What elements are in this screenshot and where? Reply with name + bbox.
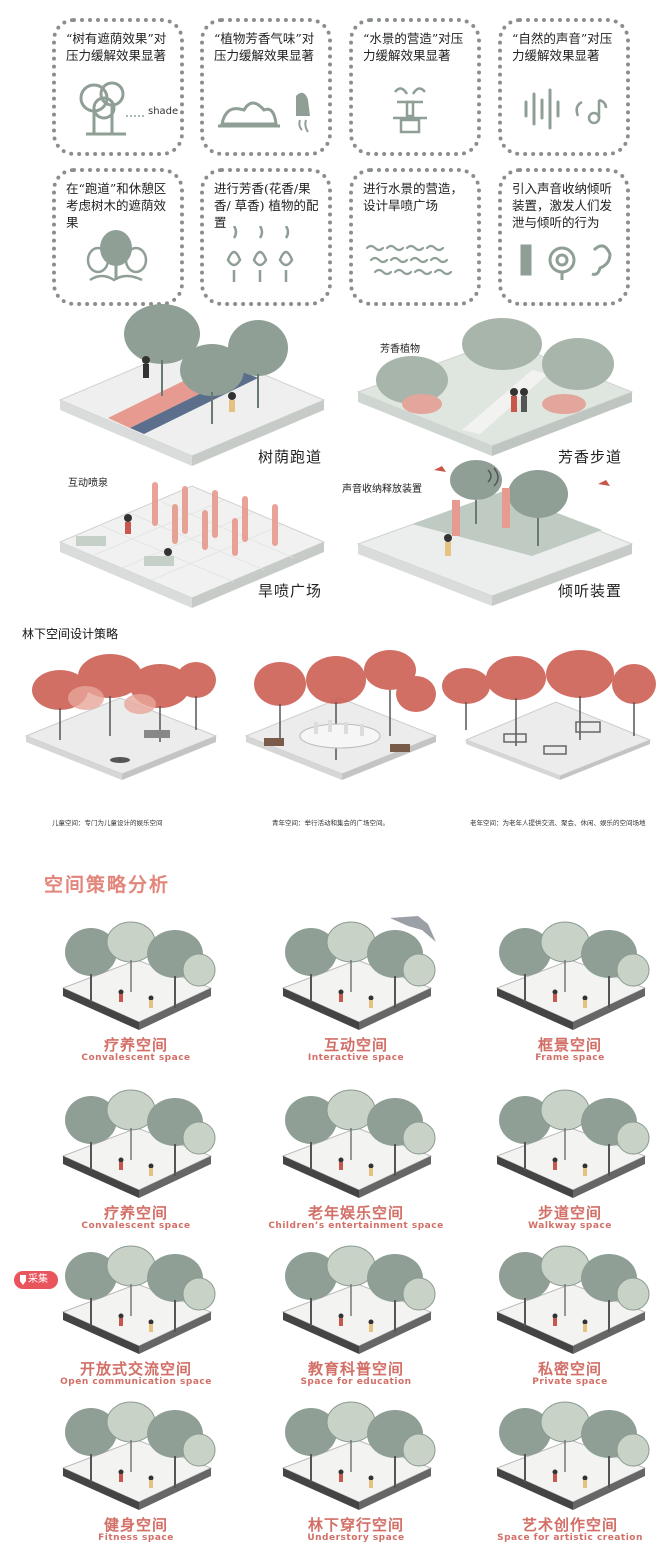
strategy-cell-title: 私密空间: [537, 1360, 602, 1378]
strategy-cell-title: 疗养空间: [103, 1036, 168, 1054]
save-collect-button[interactable]: 采集: [14, 1271, 58, 1289]
strategy-cell-illustration: [281, 1245, 436, 1354]
card-text: 进行芳香(花香/果香/ 草香) 植物的配置: [214, 181, 319, 230]
youth-space-illustration: [240, 650, 440, 780]
scene-label: 旱喷广场: [258, 582, 323, 600]
water-jets-icon: [353, 226, 477, 288]
strategy-cell-subtitle: Space for artistic creation: [497, 1533, 643, 1543]
strategy-cell-subtitle: Open communication space: [60, 1377, 212, 1387]
scene-fragrance-walk: 芳香植物 芳香步道: [352, 300, 642, 470]
elderly-space-caption: 老年空间：为老年人提供交流、聚会、休闲、娱乐的空间场地: [470, 819, 646, 827]
fragrance-bush-icon: [204, 76, 328, 138]
card-aromatic-plants: 进行芳香(花香/果香/ 草香) 植物的配置: [200, 168, 332, 306]
aroma-flowers-icon: [204, 226, 328, 288]
scene-label: 树荫跑道: [258, 448, 323, 466]
strategy-cell-title: 疗养空间: [103, 1204, 168, 1222]
sound-wave-icon: [502, 76, 626, 138]
card-text: “水景的营造”对压力缓解效果显著: [363, 31, 464, 63]
strategy-cell-illustration: [281, 921, 436, 1030]
callout-interactive-fountain: 互动喷泉: [66, 474, 110, 489]
strategy-cell-subtitle: Private space: [532, 1377, 608, 1387]
understory-strategy-title: 林下空间设计策略: [22, 627, 119, 641]
card-text: “植物芳香气味”对压力缓解效果显著: [214, 31, 315, 63]
scene-label: 芳香步道: [558, 448, 623, 466]
strategy-cell-title: 教育科普空间: [307, 1360, 404, 1378]
children-space-caption: 儿童空间：专门为儿童设计的娱乐空间: [52, 819, 163, 827]
card-text: “树有遮荫效果”对压力缓解效果显著: [66, 31, 167, 63]
card-sound-device: 引入声音收纳倾听装置，激发人们发泄与倾听的行为: [498, 168, 630, 306]
listening-device-icon: [502, 226, 626, 288]
card-text: 进行水景的营造，设计旱喷广场: [363, 181, 464, 213]
strategy-cell-title: 老年娱乐空间: [307, 1204, 404, 1222]
strategy-cell-illustration: [495, 1401, 650, 1510]
space-strategy-title: 空间策略分析: [44, 874, 171, 896]
card-dry-fountain: 进行水景的营造，设计旱喷广场: [349, 168, 481, 306]
card-plant-fragrance: “植物芳香气味”对压力缓解效果显著: [200, 18, 332, 156]
shade-label: shade: [148, 106, 179, 117]
bird-icon: [390, 916, 436, 942]
scene-label: 倾听装置: [558, 582, 623, 600]
strategy-cell-subtitle: Fitness space: [98, 1533, 174, 1543]
scene-shade-run: 树荫跑道: [52, 300, 332, 470]
strategy-cell-title: 艺术创作空间: [521, 1516, 618, 1534]
card-text: 引入声音收纳倾听装置，激发人们发泄与倾听的行为: [512, 181, 613, 230]
scene-listening-device: 声音收纳释放装置 倾听装置: [340, 460, 642, 610]
tree-cluster-icon: [56, 226, 180, 288]
strategy-cell-subtitle: Frame space: [535, 1053, 605, 1063]
children-space-illustration: [20, 650, 220, 780]
fountain-icon: [353, 76, 477, 138]
strategy-cell-subtitle: Convalescent space: [81, 1053, 191, 1063]
card-water-feature: “水景的营造”对压力缓解效果显著: [349, 18, 481, 156]
strategy-cell-title: 健身空间: [103, 1516, 168, 1534]
card-text: “自然的声音”对压力缓解效果显著: [512, 31, 613, 63]
strategy-cell-subtitle: Children’s entertainment space: [268, 1221, 444, 1231]
card-shade-effect: “树有遮荫效果”对压力缓解效果显著 shade: [52, 18, 184, 156]
strategy-cell-subtitle: Walkway space: [528, 1221, 612, 1231]
card-text: 在“跑道”和休憩区考虑树木的遮荫效果: [66, 181, 167, 230]
scene-dry-fountain: 互动喷泉 旱喷广场: [52, 460, 332, 610]
strategy-cell-subtitle: Understory space: [307, 1533, 405, 1543]
strategy-cell-illustration: [61, 1401, 216, 1510]
strategy-cell-title: 互动空间: [323, 1036, 388, 1054]
pin-icon: [20, 1275, 26, 1285]
strategy-cell-illustration: [495, 921, 650, 1030]
strategy-cell-title: 步道空间: [537, 1204, 602, 1222]
card-run-track-shade: 在“跑道”和休憩区考虑树木的遮荫效果: [52, 168, 184, 306]
strategy-cell-illustration: [495, 1089, 650, 1198]
youth-space-caption: 青年空间：举行活动和集会的广场空间。: [272, 819, 389, 827]
elderly-space-illustration: [440, 650, 658, 780]
strategy-cell-subtitle: Space for education: [300, 1377, 412, 1387]
strategy-cell-subtitle: Interactive space: [307, 1053, 405, 1063]
strategy-cell-illustration: [61, 1245, 216, 1354]
callout-aromatic-plants: 芳香植物: [378, 340, 422, 355]
tree-shade-icon: shade: [56, 76, 180, 138]
strategy-cell-title: 林下穿行空间: [307, 1516, 404, 1534]
strategy-cell-illustration: [281, 1401, 436, 1510]
callout-sound-storage-device: 声音收纳释放装置: [340, 480, 424, 495]
strategy-cell-title: 开放式交流空间: [79, 1360, 192, 1378]
strategy-cell-illustration: [495, 1245, 650, 1354]
strategy-cell-illustration: [61, 1089, 216, 1198]
strategy-cell-subtitle: Convalescent space: [81, 1221, 191, 1231]
save-collect-label: 采集: [28, 1274, 48, 1285]
strategy-cell-title: 框景空间: [537, 1036, 602, 1054]
card-natural-sound: “自然的声音”对压力缓解效果显著: [498, 18, 630, 156]
strategy-cell-illustration: [61, 921, 216, 1030]
strategy-cell-illustration: [281, 1089, 436, 1198]
